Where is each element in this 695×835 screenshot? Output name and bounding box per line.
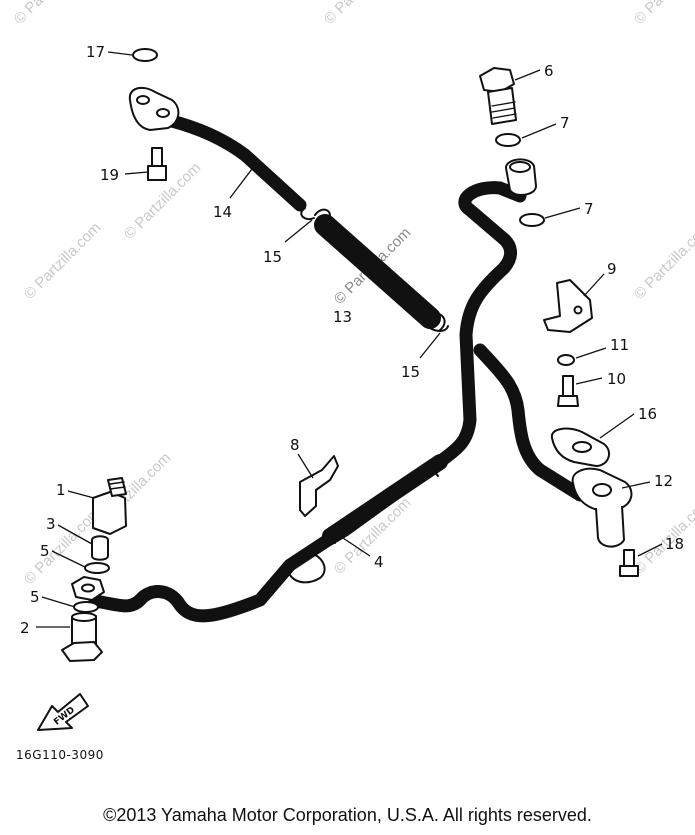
pipe-flange (128, 86, 180, 131)
callout-6: 6 (544, 62, 554, 80)
watermark: © Partzilla.com (631, 219, 695, 302)
watermark: © Partzilla.com (321, 0, 404, 28)
callout-5-lower: 5 (30, 588, 40, 606)
bracket-9 (543, 279, 593, 333)
callout-7-upper: 7 (560, 114, 570, 132)
callout-14: 14 (213, 203, 232, 221)
drawing-code: 16G110-3090 (16, 748, 104, 762)
callout-17: 17 (86, 43, 105, 61)
callout-2: 2 (20, 619, 30, 637)
callout-10: 10 (607, 370, 626, 388)
callout-7-lower: 7 (584, 200, 594, 218)
washer-5a (84, 562, 110, 574)
washer-11 (557, 354, 575, 366)
callout-9: 9 (607, 260, 617, 278)
callout-8: 8 (290, 436, 300, 454)
sleeve-3 (91, 535, 109, 561)
callouts: 17 19 14 15 13 15 6 7 7 9 11 10 16 12 18… (20, 43, 684, 637)
callout-5-upper: 5 (40, 542, 50, 560)
callout-3: 3 (46, 515, 56, 533)
watermark: © Partzilla.com (631, 494, 695, 577)
copyright-notice: ©2013 Yamaha Motor Corporation, U.S.A. A… (103, 805, 592, 825)
callout-16: 16 (638, 405, 657, 423)
bracket-8 (299, 455, 339, 517)
bolt-19 (147, 147, 167, 181)
washer-5b (73, 601, 99, 613)
hose-13 (300, 207, 449, 332)
union-body (505, 158, 537, 196)
gasket-7b (519, 213, 545, 227)
bolt-6 (479, 67, 517, 125)
gasket-16 (550, 427, 611, 467)
pipe-12 (473, 343, 633, 548)
bolt-18 (619, 549, 639, 577)
callout-11: 11 (610, 336, 629, 354)
watermark: © Partzilla.com (11, 0, 94, 28)
fwd-arrow-icon: FWD (37, 693, 89, 731)
fitting-1 (92, 477, 127, 535)
leader-lines (36, 51, 663, 628)
main-pipe (88, 181, 527, 623)
oring-17 (132, 48, 158, 62)
fitting-2 (61, 612, 103, 662)
callout-4: 4 (374, 553, 384, 571)
callout-15-upper: 15 (263, 248, 282, 266)
pipe-14 (128, 86, 307, 212)
gasket-7a (495, 133, 521, 147)
callout-15-lower: 15 (401, 363, 420, 381)
callout-1: 1 (56, 481, 66, 499)
callout-12: 12 (654, 472, 673, 490)
watermark: © Partzilla.com (21, 219, 104, 302)
callout-13: 13 (333, 308, 352, 326)
callout-18: 18 (665, 535, 684, 553)
callout-19: 19 (100, 166, 119, 184)
bolt-10 (557, 375, 579, 407)
watermark: © Partzilla.com (631, 0, 695, 28)
